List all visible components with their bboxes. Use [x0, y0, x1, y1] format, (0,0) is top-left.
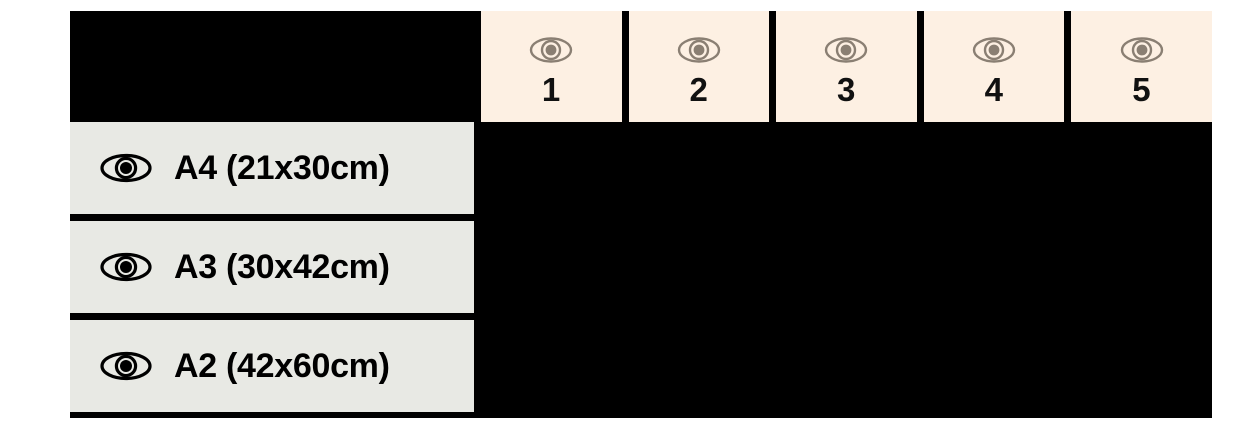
eye-icon: [100, 252, 152, 282]
cell-a4-4[interactable]: [920, 122, 1066, 214]
cell-a3-5[interactable]: [1066, 221, 1212, 313]
eye-icon: [100, 351, 152, 381]
row-cells: [482, 122, 1212, 214]
cell-a3-1[interactable]: [482, 221, 628, 313]
table-row: A4 (21x30cm): [70, 122, 1212, 214]
eye-icon: [529, 33, 573, 67]
selection-matrix: 1 2: [70, 11, 1212, 418]
row-separator: [70, 313, 1212, 320]
column-header-2[interactable]: 2: [628, 11, 770, 122]
column-header-label: 3: [837, 71, 856, 108]
cell-a4-2[interactable]: [628, 122, 774, 214]
row-header-label: A2 (42x60cm): [174, 346, 390, 385]
matrix-corner-cell: [70, 11, 474, 122]
column-header-label: 1: [541, 71, 561, 108]
cell-a3-4[interactable]: [920, 221, 1066, 313]
row-header-label: A3 (30x42cm): [174, 247, 390, 286]
row-label-divider: [474, 320, 482, 412]
row-header-a2[interactable]: A2 (42x60cm): [70, 320, 474, 412]
cell-a2-5[interactable]: [1066, 320, 1212, 412]
row-label-divider: [474, 221, 482, 313]
row-cells: [482, 221, 1212, 313]
column-header-4[interactable]: 4: [923, 11, 1065, 122]
row-separator-bottom: [70, 412, 1212, 418]
cell-a4-3[interactable]: [774, 122, 920, 214]
cell-a4-1[interactable]: [482, 122, 628, 214]
table-row: A3 (30x42cm): [70, 221, 1212, 313]
column-headers: 1 2: [481, 11, 1212, 122]
eye-icon: [100, 153, 152, 183]
row-label-divider: [474, 122, 482, 214]
eye-icon: [972, 33, 1016, 67]
matrix-header-row: 1 2: [70, 11, 1212, 122]
column-header-label: 4: [984, 71, 1004, 108]
column-header-label: 2: [689, 71, 709, 108]
eye-icon: [1120, 33, 1164, 67]
eye-icon: [677, 33, 721, 67]
cell-a3-2[interactable]: [628, 221, 774, 313]
header-spacer: [474, 11, 481, 122]
row-header-a4[interactable]: A4 (21x30cm): [70, 122, 474, 214]
cell-a2-3[interactable]: [774, 320, 920, 412]
cell-a2-1[interactable]: [482, 320, 628, 412]
cell-a2-4[interactable]: [920, 320, 1066, 412]
cell-a3-3[interactable]: [774, 221, 920, 313]
row-header-label: A4 (21x30cm): [174, 148, 390, 187]
column-header-5[interactable]: 5: [1071, 11, 1212, 122]
column-header-1[interactable]: 1: [481, 11, 622, 122]
matrix-body: A4 (21x30cm) A3: [70, 122, 1212, 418]
cell-a2-2[interactable]: [628, 320, 774, 412]
eye-icon: [824, 33, 868, 67]
cell-a4-5[interactable]: [1066, 122, 1212, 214]
row-cells: [482, 320, 1212, 412]
row-header-a3[interactable]: A3 (30x42cm): [70, 221, 474, 313]
column-header-3[interactable]: 3: [776, 11, 917, 122]
column-header-label: 5: [1132, 71, 1152, 108]
table-row: A2 (42x60cm): [70, 320, 1212, 412]
row-separator: [70, 214, 1212, 221]
